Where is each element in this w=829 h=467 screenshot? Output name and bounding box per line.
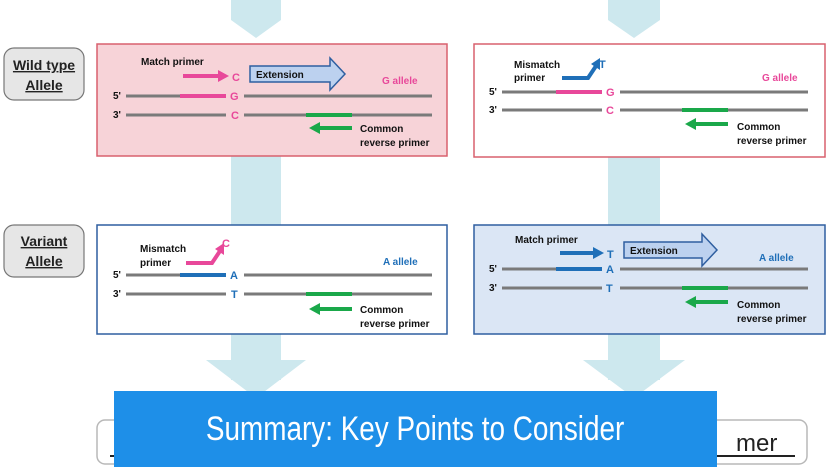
primer-base: C [222, 238, 230, 250]
primer-base: T [599, 59, 606, 71]
strand-5-label: 5' [489, 87, 497, 98]
reverse-primer-label: reverse primer [737, 136, 807, 147]
wild-type-label-line2: Allele [25, 77, 63, 93]
strand-3-label: 3' [113, 289, 121, 300]
strand-5-label: 5' [489, 264, 497, 275]
allele-label: G allele [762, 73, 798, 84]
top-base: A [606, 264, 614, 276]
primer-base: T [607, 249, 614, 261]
variant-label-line1: Variant [21, 233, 68, 249]
bottom-base: C [606, 105, 614, 117]
summary-banner: Summary: Key Points to Consider [114, 391, 717, 467]
top-base: G [606, 87, 615, 99]
match-primer-label: Match primer [515, 235, 578, 246]
bottom-base: C [231, 110, 239, 122]
allele-label: A allele [383, 257, 418, 268]
bottom-base: T [231, 289, 238, 301]
mismatch-label-line2: primer [140, 258, 171, 269]
common-label: Common [737, 300, 780, 311]
reverse-primer-label: reverse primer [737, 314, 807, 325]
reverse-primer-label: reverse primer [360, 138, 430, 149]
wild-type-label-line1: Wild type [13, 57, 75, 73]
strand-3-label: 3' [113, 110, 121, 121]
variant-label-line2: Allele [25, 253, 63, 269]
panel-wild-type-match: Match primer C Extension G allele 5' G 3… [96, 43, 448, 157]
banner-title: Summary: Key Points to Consider [206, 409, 625, 448]
top-base: A [230, 270, 238, 282]
top-base: G [230, 91, 239, 103]
common-label: Common [360, 124, 403, 135]
reverse-primer-label: reverse primer [360, 319, 430, 330]
bottom-base: T [606, 283, 613, 295]
extension-label: Extension [630, 246, 678, 257]
primer-base: C [232, 72, 240, 84]
mismatch-label-line1: Mismatch [514, 60, 560, 71]
panel-variant-mismatch: Mismatch primer C A allele 5' A 3' T Com… [96, 224, 448, 335]
strand-5-label: 5' [113, 270, 121, 281]
strand-3-label: 3' [489, 283, 497, 294]
extension-arrow: Extension [623, 232, 719, 268]
strand-3-label: 3' [489, 105, 497, 116]
mismatch-label-line1: Mismatch [140, 244, 186, 255]
mismatch-primer-arrow [186, 249, 222, 265]
extension-label: Extension [256, 70, 304, 81]
variant-allele-label: Variant Allele [3, 224, 85, 278]
panel-variant-match: Match primer T Extension A allele 5' A 3… [473, 224, 826, 335]
strand-5-label: 5' [113, 91, 121, 102]
mismatch-label-line2: primer [514, 73, 545, 84]
common-label: Common [360, 305, 403, 316]
common-label: Common [737, 122, 780, 133]
match-primer-label: Match primer [141, 57, 204, 68]
result-text-partial: mer [736, 430, 777, 457]
panel-wild-type-mismatch: Mismatch primer T G allele 5' G 3' C Com… [473, 43, 826, 158]
allele-label: A allele [759, 253, 794, 264]
wild-type-allele-label: Wild type Allele [3, 47, 85, 101]
extension-arrow: Extension [249, 56, 347, 92]
allele-label: G allele [382, 76, 418, 87]
mismatch-primer-arrow [562, 64, 598, 80]
